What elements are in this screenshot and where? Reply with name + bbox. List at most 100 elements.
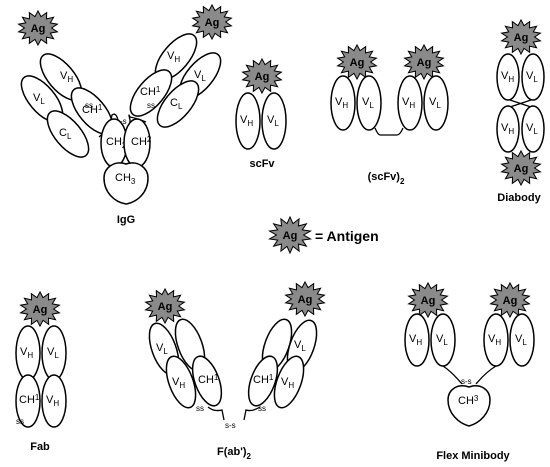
caption-scfv: scFv <box>249 158 275 170</box>
igg-antigen-right: Ag <box>191 3 233 41</box>
fab-ss: ss <box>16 417 24 426</box>
antigen-burst <box>19 290 61 328</box>
diabody-vh-bottom <box>496 105 520 153</box>
fab-ch1 <box>15 374 41 428</box>
fab-vl-label: VL <box>47 346 59 360</box>
igg-vl-right-label: VL <box>194 69 206 83</box>
fab2-vl-left-label: VL <box>156 342 168 356</box>
fab2-ch1-right <box>247 355 279 407</box>
antigen-burst <box>500 149 542 187</box>
diabody-vh-bottom-label: VH <box>501 122 514 136</box>
diabody-vl-bottom-label: VL <box>526 122 538 136</box>
minibody-vh-left-label: VH <box>409 333 422 347</box>
fab2-vh-left <box>165 355 197 409</box>
igg-ch1-left-label: CH1 <box>82 103 103 116</box>
diabody-linkers <box>509 99 532 108</box>
igg-ch3 <box>103 162 149 205</box>
antigen-label: Ag <box>421 295 436 307</box>
antigen-burst <box>407 281 449 319</box>
caption-minibody: Flex Minibody <box>436 450 510 462</box>
minibody-vl-left-label: VL <box>436 333 448 347</box>
diabody-antigen-bottom: Ag <box>500 149 542 187</box>
scfv2-linker <box>374 127 404 136</box>
minibody-vh-right-label: VH <box>488 333 501 347</box>
minibody-ss: s-s <box>461 377 472 386</box>
minibody-linkers <box>442 365 497 385</box>
antigen-burst <box>191 3 233 41</box>
igg-cl-right-label: CL <box>170 97 183 111</box>
antigen-label: Ag <box>514 163 529 175</box>
scfv-vh-label: VH <box>240 114 253 128</box>
diabody-antigen-top: Ag <box>500 18 542 56</box>
igg-vl-left-label: VL <box>33 92 45 106</box>
antigen-label: Ag <box>31 23 46 35</box>
diabody-vh-top-label: VH <box>501 70 514 84</box>
fab2-ss-hinge: s-s <box>225 421 236 430</box>
scfv2-vl-right-label: VL <box>429 96 441 110</box>
fab2-ss-left: ss <box>196 404 204 413</box>
igg-antigen-left: Ag <box>17 9 59 47</box>
diabody-fragment: Ag VH VL VH VL Ag Diabody <box>496 18 545 204</box>
antigen-label: Ag <box>255 71 270 83</box>
fab2-ss-right: ss <box>258 404 266 413</box>
fab-vh-label: VH <box>20 346 33 360</box>
scfv2-vh-left-label: VH <box>335 96 348 110</box>
scfv2-vl-left-label: VL <box>362 96 374 110</box>
fab2-vh-right <box>273 355 305 409</box>
antigen-burst <box>500 18 542 56</box>
igg-cl-left <box>46 110 90 158</box>
minibody-ch3 <box>447 385 491 427</box>
scfv2-vl-left <box>356 75 382 131</box>
minibody-vl-right-label: VL <box>515 333 527 347</box>
antigen-label: Ag <box>33 304 48 316</box>
fab2-hinge <box>207 406 261 421</box>
scfv-vl <box>261 92 287 150</box>
fab2-antigen-left: Ag <box>144 287 186 325</box>
fab2-vl-right-label: VL <box>294 339 306 353</box>
scfv-vl-label: VL <box>267 114 279 128</box>
antigen-label: Ag <box>417 57 432 69</box>
diabody-vl-top-label: VL <box>526 70 538 84</box>
legend-antigen-burst <box>267 215 313 255</box>
igg-cl-right <box>156 80 200 128</box>
antigen-burst <box>403 43 445 81</box>
scfv2-vh-right-label: VH <box>402 96 415 110</box>
minibody-vh-left <box>404 313 430 367</box>
fab-fragment: Ag VH VL CH1 VH ss Fab <box>15 290 67 453</box>
igg-vh-left-label: VH <box>60 70 73 84</box>
fab-ch1-label: CH1 <box>19 393 40 406</box>
fab-antigen: Ag <box>19 290 61 328</box>
fab2-vh-right-label: VH <box>281 376 294 390</box>
antigen-label: Ag <box>350 57 365 69</box>
caption-fab2: F(ab')2 <box>217 446 252 461</box>
caption-fab: Fab <box>30 441 50 453</box>
scfv2-vl-right <box>423 75 449 131</box>
scfv-vh <box>235 92 261 150</box>
igg-ch3-label: CH3 <box>115 172 136 186</box>
fab2-antigen-right: Ag <box>284 280 326 318</box>
fab-vh-lower <box>41 374 67 428</box>
igg-ch1-right <box>129 69 173 117</box>
antigen-burst <box>17 9 59 47</box>
antigen-label: Ag <box>158 301 173 313</box>
caption-igg: IgG <box>117 214 135 226</box>
scfv2-fragment: Ag Ag VH VL VH VL (scFv)2 <box>330 43 449 186</box>
diabody-vl-bottom <box>521 105 545 153</box>
fab2-ch1-left <box>191 355 223 407</box>
scfv-fragment: Ag VH VL scFv <box>235 57 287 170</box>
antigen-burst <box>241 57 283 95</box>
minibody-antigen-left: Ag <box>407 281 449 319</box>
minibody-ch3-label: CH3 <box>458 394 479 407</box>
fab2-ch1-left-label: CH1 <box>198 373 219 386</box>
scfv-antigen: Ag <box>241 57 283 95</box>
igg-ss-hinge: s-s <box>116 117 127 126</box>
fab2-vh-left-label: VH <box>172 376 185 390</box>
antigen-legend: Ag = Antigen <box>267 215 379 255</box>
scfv2-vh-left <box>330 75 356 131</box>
igg-antibody: Ag VH VL CH1 CL Ag VH VL CH1 CL ss ss s-… <box>17 3 233 226</box>
legend-text: = Antigen <box>315 228 379 244</box>
igg-cl-left-label: CL <box>59 127 72 141</box>
igg-ch1-right-label: CH1 <box>140 85 161 98</box>
